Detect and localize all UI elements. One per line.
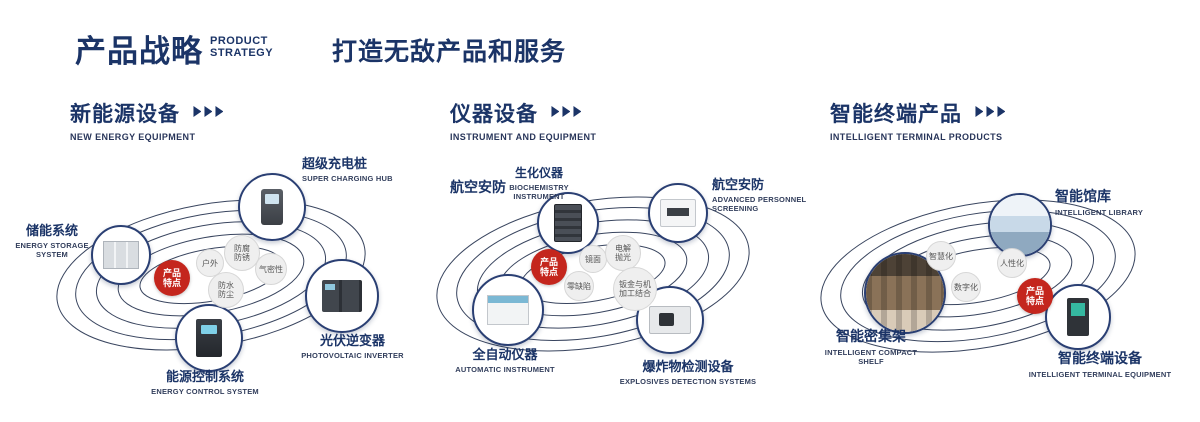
product-node-intelligent-terminal-equipment	[1045, 284, 1111, 350]
charging-hub-image	[261, 189, 283, 225]
product-node-energy-control	[175, 304, 243, 372]
triple-chevron-right-icon	[551, 104, 584, 122]
product-node-automatic-instrument	[472, 274, 544, 346]
energy-control-image	[196, 319, 222, 357]
photovoltaic-inverter-image	[322, 280, 362, 312]
section-header-intelligent-terminal: 智能终端产品 INTELLIGENT TERMINAL PRODUCTS	[830, 98, 1008, 142]
feature-bubble: 数字化	[951, 272, 981, 302]
product-node-personnel-screening	[648, 183, 708, 243]
product-label-super-charging-hub: 超级充电桩 SUPER CHARGING HUB	[302, 156, 393, 183]
product-label-biochemistry-instrument: 生化仪器 BIOCHEMISTRY INSTRUMENT	[509, 166, 569, 201]
product-node-photovoltaic-inverter	[305, 259, 379, 333]
section-header-instruments: 仪器设备 INSTRUMENT AND EQUIPMENT	[450, 98, 596, 142]
product-node-energy-storage	[91, 225, 151, 285]
page-title-en-line1: PRODUCT	[210, 35, 268, 47]
energy-storage-image	[103, 241, 139, 269]
product-label-personnel-screening: 航空安防 ADVANCED PERSONNEL SCREENING	[712, 177, 807, 213]
page-subtitle: 打造无敌产品和服务	[332, 38, 567, 66]
personnel-screening-image	[660, 199, 696, 227]
product-label-photovoltaic-inverter: 光伏逆变器 PHOTOVOLTAIC INVERTER	[301, 333, 404, 360]
biochemistry-instrument-image	[554, 204, 582, 242]
product-label-automatic-instrument: 全自动仪器 AUTOMATIC INSTRUMENT	[455, 347, 555, 374]
feature-bubble: 零缺陷	[564, 271, 594, 301]
page-title-en-line2: STRATEGY	[210, 47, 274, 59]
triple-chevron-right-icon	[193, 104, 226, 122]
product-node-super-charging-hub	[238, 173, 306, 241]
feature-bubble: 气密性	[255, 253, 287, 285]
page-title-english: PRODUCT STRATEGY	[210, 35, 273, 59]
product-features-badge: 产品特点	[154, 260, 190, 296]
section-title: 新能源设备	[70, 103, 180, 126]
label-aviation-security: 航空安防	[450, 179, 506, 195]
section-title-english: INSTRUMENT AND EQUIPMENT	[450, 132, 597, 142]
product-node-biochemistry-instrument	[537, 192, 599, 254]
feature-bubble: 防腐防锈	[224, 235, 260, 271]
feature-bubble: 镜面	[579, 245, 607, 273]
page-title: 产品战略	[75, 34, 203, 69]
product-label-energy-storage: 储能系统 ENERGY STORAGE SYSTEM	[15, 223, 89, 259]
automatic-instrument-image	[487, 295, 529, 325]
feature-bubble: 钣金与机加工结合	[613, 267, 657, 311]
product-label-intelligent-terminal-equipment: 智能终端设备 INTELLIGENT TERMINAL EQUIPMENT	[1028, 350, 1172, 379]
feature-bubble: 智慧化	[926, 241, 956, 271]
triple-chevron-right-icon	[975, 104, 1008, 122]
product-features-badge: 产品特点	[531, 249, 567, 285]
section-title: 智能终端产品	[830, 103, 962, 126]
product-label-explosives-detection: 爆炸物检测设备 EXPLOSIVES DETECTION SYSTEMS	[619, 359, 757, 386]
feature-bubble: 电解抛光	[605, 235, 641, 271]
product-label-intelligent-compact-shelf: 智能密集架 INTELLIGENT COMPACT SHELF	[824, 328, 918, 366]
product-label-intelligent-library: 智能馆库 INTELLIGENT LIBRARY	[1055, 188, 1144, 217]
intelligent-library-image	[990, 195, 1050, 255]
section-title-english: INTELLIGENT TERMINAL PRODUCTS	[830, 132, 1003, 142]
intelligent-terminal-equipment-image	[1067, 298, 1089, 336]
section-header-new-energy: 新能源设备 NEW ENERGY EQUIPMENT	[70, 98, 226, 142]
product-features-badge: 产品特点	[1017, 278, 1053, 314]
feature-bubble: 人性化	[997, 248, 1027, 278]
product-node-intelligent-library	[988, 193, 1052, 257]
feature-bubble: 防水防尘	[208, 272, 244, 308]
section-title: 仪器设备	[450, 103, 538, 126]
explosives-detection-image	[649, 306, 691, 334]
product-label-energy-control: 能源控制系统 ENERGY CONTROL SYSTEM	[151, 369, 259, 396]
section-title-english: NEW ENERGY EQUIPMENT	[70, 132, 196, 142]
